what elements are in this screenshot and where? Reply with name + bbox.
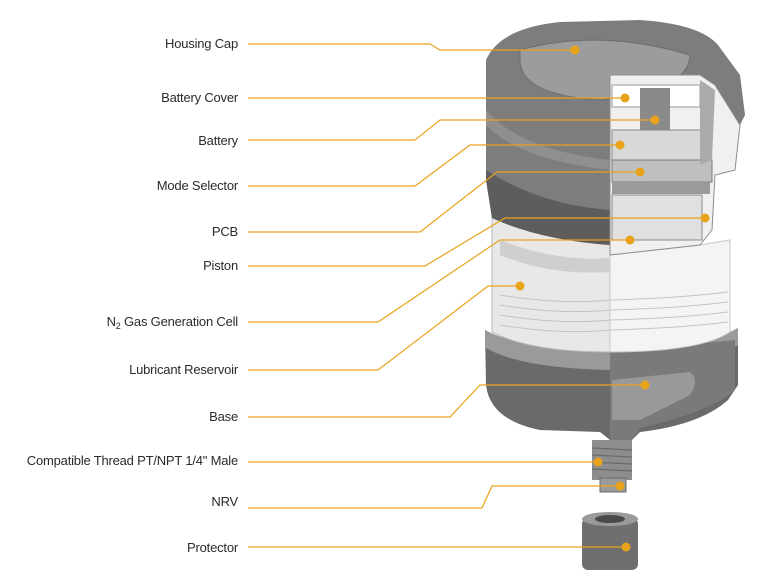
pcb-part (611, 159, 713, 183)
housing-cap-lower-band (486, 170, 610, 245)
reservoir-threads (499, 291, 729, 333)
label-housing-cap: Housing Cap (165, 36, 238, 51)
label-n2-suffix: Gas Generation Cell (121, 314, 239, 329)
leader-line-n2-gas-generation-cell (248, 239, 630, 323)
label-n2-gas-generation-cell: N2 Gas Generation Cell (107, 314, 239, 331)
label-layer: Housing Cap Battery Cover Battery Mode S… (27, 36, 239, 555)
mode-selector-part (611, 129, 708, 161)
housing-cap-facet (486, 110, 610, 170)
callout-dot-base (640, 380, 650, 390)
leader-line-mode-selector (248, 144, 620, 187)
leader-line-nrv (248, 485, 620, 509)
lubricator-illustration (485, 20, 745, 570)
callout-dot-piston (700, 213, 710, 223)
label-battery-cover: Battery Cover (161, 90, 239, 105)
reservoir-glass-right (609, 222, 731, 353)
label-compatible-thread: Compatible Thread PT/NPT 1/4" Male (27, 453, 238, 468)
callout-dot-compatible-thread (593, 457, 603, 467)
label-lubricant-reservoir: Lubricant Reservoir (129, 362, 239, 377)
label-base: Base (209, 409, 238, 424)
pcb-board (612, 182, 710, 194)
label-mode-selector: Mode Selector (157, 178, 239, 193)
callout-dot-pcb (635, 167, 645, 177)
callout-dot-protector (621, 542, 631, 552)
label-pcb: PCB (212, 224, 238, 239)
label-battery: Battery (198, 133, 238, 148)
label-n2-subscript: 2 (116, 321, 121, 331)
label-piston: Piston (203, 258, 238, 273)
callout-dot-n2-gas-generation-cell (625, 235, 635, 245)
leader-line-pcb (248, 171, 640, 233)
gas-cell-ring (500, 240, 610, 273)
label-nrv: NRV (211, 494, 238, 509)
label-protector: Protector (187, 540, 239, 555)
leader-line-housing-cap (248, 43, 575, 51)
callout-dot-mode-selector (615, 140, 625, 150)
callout-dot-housing-cap (570, 45, 580, 55)
leader-line-lubricant-reservoir (248, 285, 520, 371)
callout-dot-nrv (615, 481, 625, 491)
callout-dot-battery (650, 115, 660, 125)
cap-wall-section (700, 80, 715, 165)
leader-line-base (248, 384, 645, 418)
callout-dot-battery-cover (620, 93, 630, 103)
leader-line-battery (248, 119, 655, 141)
callout-dot-lubricant-reservoir (515, 281, 525, 291)
label-n2-prefix: N (107, 314, 116, 329)
leader-line-piston (248, 217, 705, 267)
protector-part (582, 512, 638, 570)
callout-layer (248, 43, 710, 552)
base-inner-cavity (612, 372, 695, 420)
